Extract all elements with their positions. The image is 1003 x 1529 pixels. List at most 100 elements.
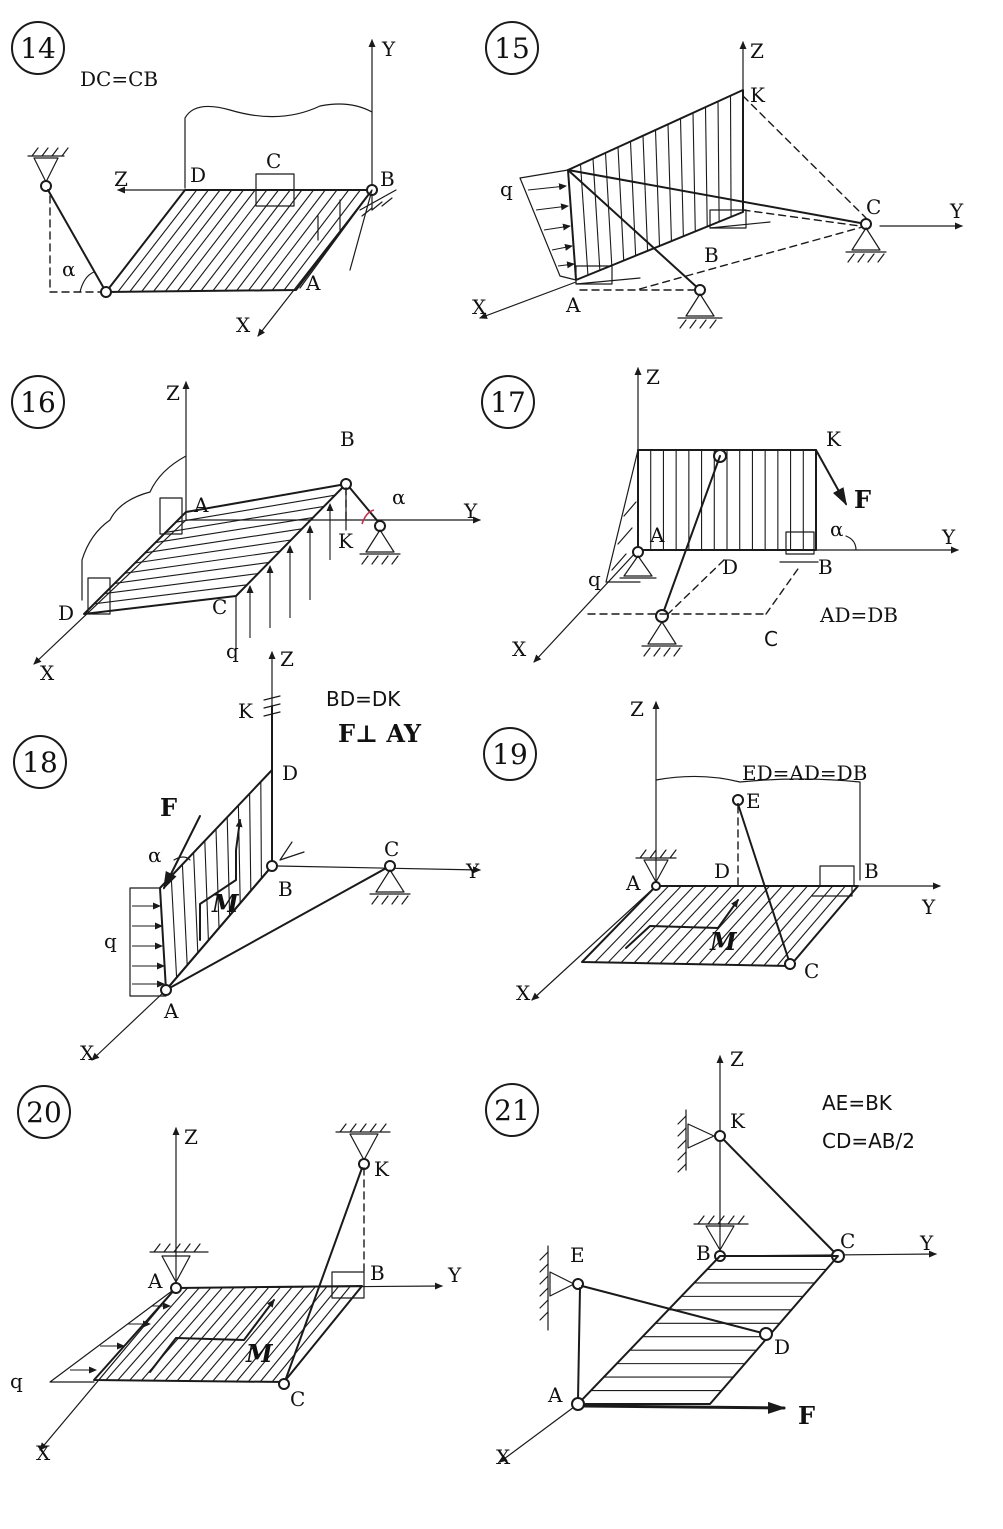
dashed-kc bbox=[742, 95, 867, 219]
hinge-d bbox=[87, 577, 111, 615]
dashed-ca bbox=[635, 225, 867, 291]
dashed-d bbox=[667, 559, 725, 615]
hinge-a-base bbox=[575, 277, 641, 285]
problem-number-circle bbox=[483, 727, 537, 781]
hatch-line bbox=[164, 189, 244, 292]
y-axis-label: Y bbox=[447, 1263, 462, 1287]
hatch-line bbox=[692, 112, 696, 232]
y-axis-label: Y bbox=[921, 895, 936, 919]
support-c-ground bbox=[369, 893, 411, 905]
hatch-line bbox=[724, 885, 796, 966]
hatch-line bbox=[114, 561, 270, 584]
hinge-b bbox=[819, 865, 855, 887]
point-c-label: C bbox=[290, 1387, 305, 1411]
y-axis-label: Y bbox=[465, 859, 480, 883]
support-triangle bbox=[33, 157, 59, 183]
x-axis-label: X bbox=[472, 295, 487, 319]
plate-hatching bbox=[117, 189, 361, 293]
hatch-line bbox=[164, 1286, 247, 1382]
load-outline bbox=[129, 887, 167, 997]
x-axis-label: X bbox=[40, 661, 55, 685]
moment-m bbox=[149, 1299, 275, 1373]
problem-number-circle bbox=[11, 21, 65, 75]
hatch-line bbox=[181, 864, 188, 966]
problem-number: 18 bbox=[22, 746, 58, 779]
rod-bk bbox=[349, 487, 381, 525]
pin-c bbox=[784, 958, 796, 970]
alpha-arc bbox=[361, 509, 375, 525]
problem-number: 20 bbox=[26, 1096, 62, 1129]
x-axis bbox=[499, 1403, 579, 1463]
hatch-line bbox=[236, 189, 314, 291]
point-d-label: D bbox=[722, 555, 738, 579]
hatch-line bbox=[200, 189, 279, 292]
problem-number-circle bbox=[11, 375, 65, 429]
hatch-line bbox=[165, 505, 325, 533]
support-bottom-ground bbox=[677, 317, 723, 329]
plate-hatching bbox=[94, 494, 336, 605]
hatch-line bbox=[153, 189, 233, 292]
z-axis-label: Z bbox=[280, 647, 294, 671]
z-axis-label: Z bbox=[646, 365, 660, 389]
hatch-line bbox=[249, 793, 252, 891]
support-a bbox=[643, 859, 669, 883]
alpha-arc bbox=[173, 856, 191, 861]
load-q-label: q bbox=[104, 929, 117, 953]
distributed-load-arrows bbox=[70, 1302, 171, 1374]
point-d-label: D bbox=[774, 1335, 790, 1359]
hinge-b bbox=[709, 209, 747, 229]
hatch-line bbox=[129, 1287, 212, 1381]
point-a-label: A bbox=[147, 1269, 163, 1293]
hatch-line bbox=[117, 1287, 200, 1381]
x-axis bbox=[39, 1287, 177, 1451]
hatch-line bbox=[134, 539, 292, 564]
point-a-label: A bbox=[305, 271, 321, 295]
pin-a bbox=[651, 881, 661, 891]
hatch-line bbox=[604, 152, 613, 266]
pin-b bbox=[266, 860, 278, 872]
alpha-arc bbox=[845, 535, 857, 551]
point-b-label: B bbox=[370, 1261, 385, 1285]
hatch-line bbox=[260, 781, 262, 879]
hatch-line bbox=[188, 189, 268, 292]
support-bottom bbox=[685, 293, 715, 317]
hatch-line bbox=[737, 885, 808, 966]
point-b-label: B bbox=[864, 859, 879, 883]
problem-number: 16 bbox=[20, 386, 56, 419]
distributed-load-arrows bbox=[527, 183, 575, 269]
load-arrow bbox=[535, 203, 569, 211]
hatch-line bbox=[141, 189, 221, 292]
point-d-label: D bbox=[58, 601, 74, 625]
hatch-line bbox=[667, 124, 672, 242]
plate-hatching bbox=[170, 781, 262, 978]
hatch-line bbox=[698, 885, 771, 965]
rod-ed bbox=[581, 1285, 767, 1335]
problem-20: 20 Z Y X q M K C A B bbox=[10, 1085, 462, 1465]
hatch-line bbox=[717, 101, 720, 222]
dashed-ab-line bbox=[742, 209, 861, 227]
point-c-label: C bbox=[764, 627, 778, 651]
support-ground bbox=[641, 645, 683, 657]
problem-number-circle bbox=[485, 1083, 539, 1137]
wall-k-hatch bbox=[677, 1115, 687, 1173]
load-arrow bbox=[543, 223, 571, 231]
plate bbox=[577, 1255, 839, 1405]
hatch-line bbox=[283, 189, 361, 291]
z-axis-label: Z bbox=[184, 1125, 198, 1149]
support-c bbox=[375, 869, 405, 893]
alpha-label: α bbox=[148, 843, 162, 867]
point-b-label: B bbox=[818, 555, 833, 579]
rod-to-support bbox=[567, 169, 701, 291]
point-d-label: D bbox=[282, 761, 298, 785]
z-axis-label: Z bbox=[166, 381, 180, 405]
point-b-label: B bbox=[704, 243, 719, 267]
y-axis-label: Y bbox=[949, 199, 964, 223]
moment-m bbox=[199, 819, 243, 941]
hatch-line bbox=[152, 1287, 235, 1381]
hatch-line bbox=[248, 189, 326, 291]
problem-number-circle bbox=[17, 1085, 71, 1139]
hinge-c bbox=[255, 173, 295, 207]
hinge-b-base bbox=[811, 885, 853, 897]
hatch-line bbox=[617, 147, 625, 261]
